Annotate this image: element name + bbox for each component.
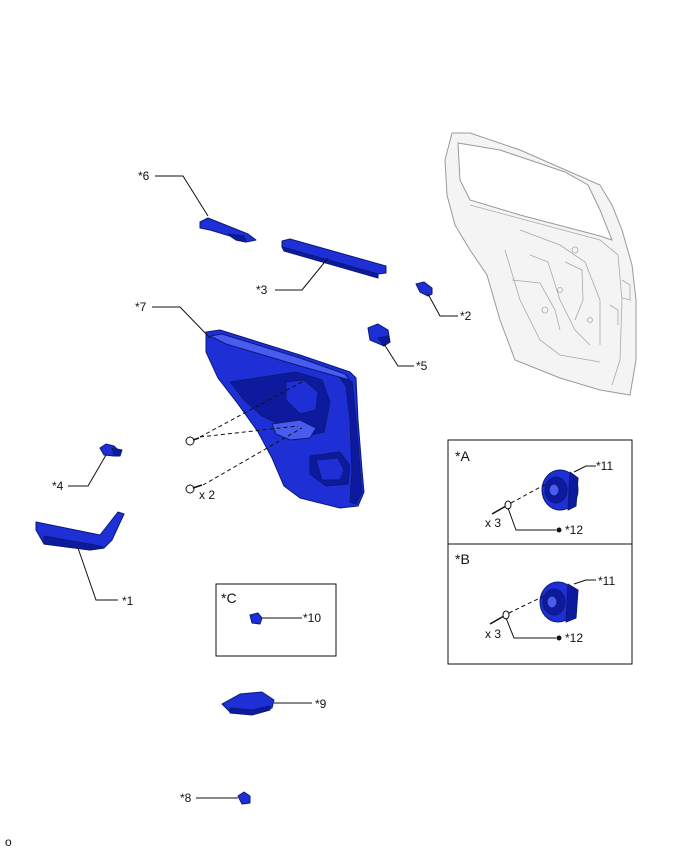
box-a-label: *A (455, 448, 470, 464)
part-6-garnish (199, 217, 257, 243)
dot-a12 (556, 527, 562, 533)
callout-4: *4 (52, 479, 64, 493)
quantity-b-screws: x 3 (485, 627, 501, 641)
figure-code: o (5, 835, 12, 849)
leader-a12 (507, 507, 556, 531)
screw-lower-dashline (202, 427, 303, 486)
callout-a11: *11 (596, 459, 613, 473)
speaker-a (541, 469, 579, 511)
leader-1 (77, 547, 118, 601)
part-7-door-trim-panel (205, 329, 365, 509)
part-8-clip (237, 791, 251, 805)
leader-7 (152, 306, 211, 339)
callout-8: *8 (180, 791, 192, 805)
callout-2: *2 (460, 309, 472, 323)
callout-7: *7 (135, 300, 147, 314)
screw-upper (185, 436, 200, 446)
callout-3: *3 (256, 283, 268, 297)
leader-b12 (505, 617, 556, 639)
part-10-clip (249, 612, 263, 625)
dot-b12 (556, 635, 562, 641)
leader-b11 (573, 579, 596, 585)
leader-5 (383, 343, 414, 367)
part-9-switch-base (221, 691, 275, 716)
part-3-weatherstrip (281, 238, 387, 279)
callout-5: *5 (416, 359, 428, 373)
screw-b-dashline (508, 595, 545, 614)
leader-3 (275, 257, 329, 291)
part-1-armrest (35, 511, 125, 551)
box-c (215, 583, 337, 657)
callout-10: *10 (303, 611, 321, 625)
screw-b (489, 610, 510, 625)
callout-1: *1 (122, 594, 134, 608)
callout-b11: *11 (598, 574, 615, 588)
screw-a (491, 500, 512, 515)
screw-lower (185, 484, 203, 494)
leader-a11 (573, 465, 596, 473)
leader-4 (68, 454, 107, 487)
screw-upper-dashline-2 (199, 425, 299, 438)
part-4-cover (99, 443, 123, 457)
quantity-a-screws: x 3 (485, 516, 501, 530)
speaker-b (539, 581, 579, 623)
callout-9: *9 (315, 697, 327, 711)
rear-door-shell (444, 132, 637, 396)
callout-b12: *12 (565, 631, 583, 645)
callout-6: *6 (138, 169, 150, 183)
box-ab-frame (447, 439, 633, 665)
screw-a-dashline (510, 483, 547, 504)
screw-upper-dashline-1 (199, 381, 303, 438)
part-5-bracket (367, 323, 391, 347)
part-2-clip (415, 281, 433, 297)
callout-a12: *12 (565, 523, 583, 537)
leader-2 (427, 293, 458, 317)
leader-6 (155, 175, 209, 217)
box-b-label: *B (455, 551, 470, 567)
box-c-label: *C (221, 590, 237, 606)
quantity-panel-screws: x 2 (199, 488, 215, 502)
